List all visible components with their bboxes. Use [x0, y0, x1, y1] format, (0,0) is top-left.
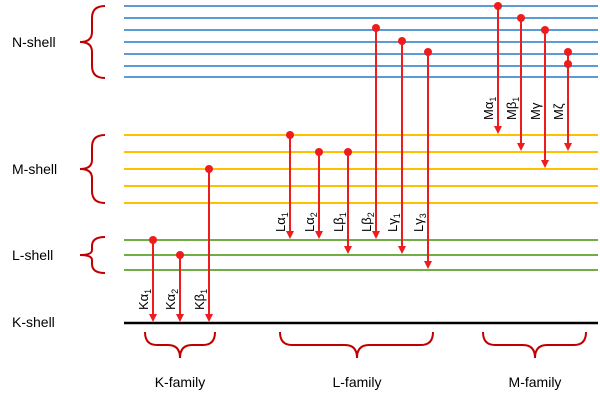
transition-label: Mζ [551, 103, 566, 120]
m-family-label: M-family [509, 374, 562, 390]
transition-arrow [564, 48, 572, 151]
transition-label: Kα1 [136, 289, 153, 310]
m-shell-label: M-shell [12, 161, 57, 177]
l-shell-label: L-shell [12, 247, 53, 263]
transition-arrow [286, 131, 294, 239]
transition-label: Mα1 [481, 97, 498, 120]
n-shell-levels [124, 5, 598, 78]
transition-arrow [315, 148, 323, 239]
transition-label: Lα2 [302, 212, 319, 232]
family-braces [144, 331, 587, 359]
k-family-label: K-family [155, 374, 206, 390]
k-shell-label: K-shell [12, 314, 55, 330]
n-shell-label: N-shell [12, 34, 56, 50]
l-family-brace [279, 331, 434, 359]
transition-arrow [541, 26, 549, 168]
transition-label: Lγ1 [385, 213, 402, 232]
transition-label: Lβ1 [331, 212, 348, 232]
transition-arrow [176, 251, 184, 322]
shell-braces [79, 5, 106, 274]
transition-label: Mβ1 [504, 97, 521, 120]
transition-label: Mγ [528, 102, 543, 120]
transition-label: Lβ2 [359, 212, 376, 232]
transition-arrow [398, 37, 406, 254]
l-family-label: L-family [332, 374, 381, 390]
transition-label: Kα2 [163, 289, 180, 310]
transition-arrows [149, 2, 572, 322]
transition-label: Kβ1 [192, 289, 209, 310]
m-shell-levels [124, 134, 598, 204]
transition-labels: Kα1 Kα2 Kβ1 Lα1 Lα2 Lβ1 Lβ2 Lγ1 Lγ3 Mα1 … [136, 97, 566, 310]
l-shell-levels [124, 239, 598, 271]
transition-arrow [424, 48, 432, 269]
k-family-brace [144, 331, 216, 359]
transition-label: Lγ3 [411, 213, 428, 232]
m-shell-brace [79, 134, 106, 204]
transition-arrow [149, 236, 157, 322]
m-family-brace [482, 331, 587, 359]
l-shell-brace [79, 236, 106, 274]
transition-arrow [517, 14, 525, 151]
transition-arrow [344, 148, 352, 254]
transition-label: Lα1 [273, 212, 290, 232]
n-shell-brace [79, 5, 106, 79]
transition-arrow [372, 24, 380, 239]
transition-arrow [494, 2, 502, 134]
transition-arrow [205, 165, 213, 322]
